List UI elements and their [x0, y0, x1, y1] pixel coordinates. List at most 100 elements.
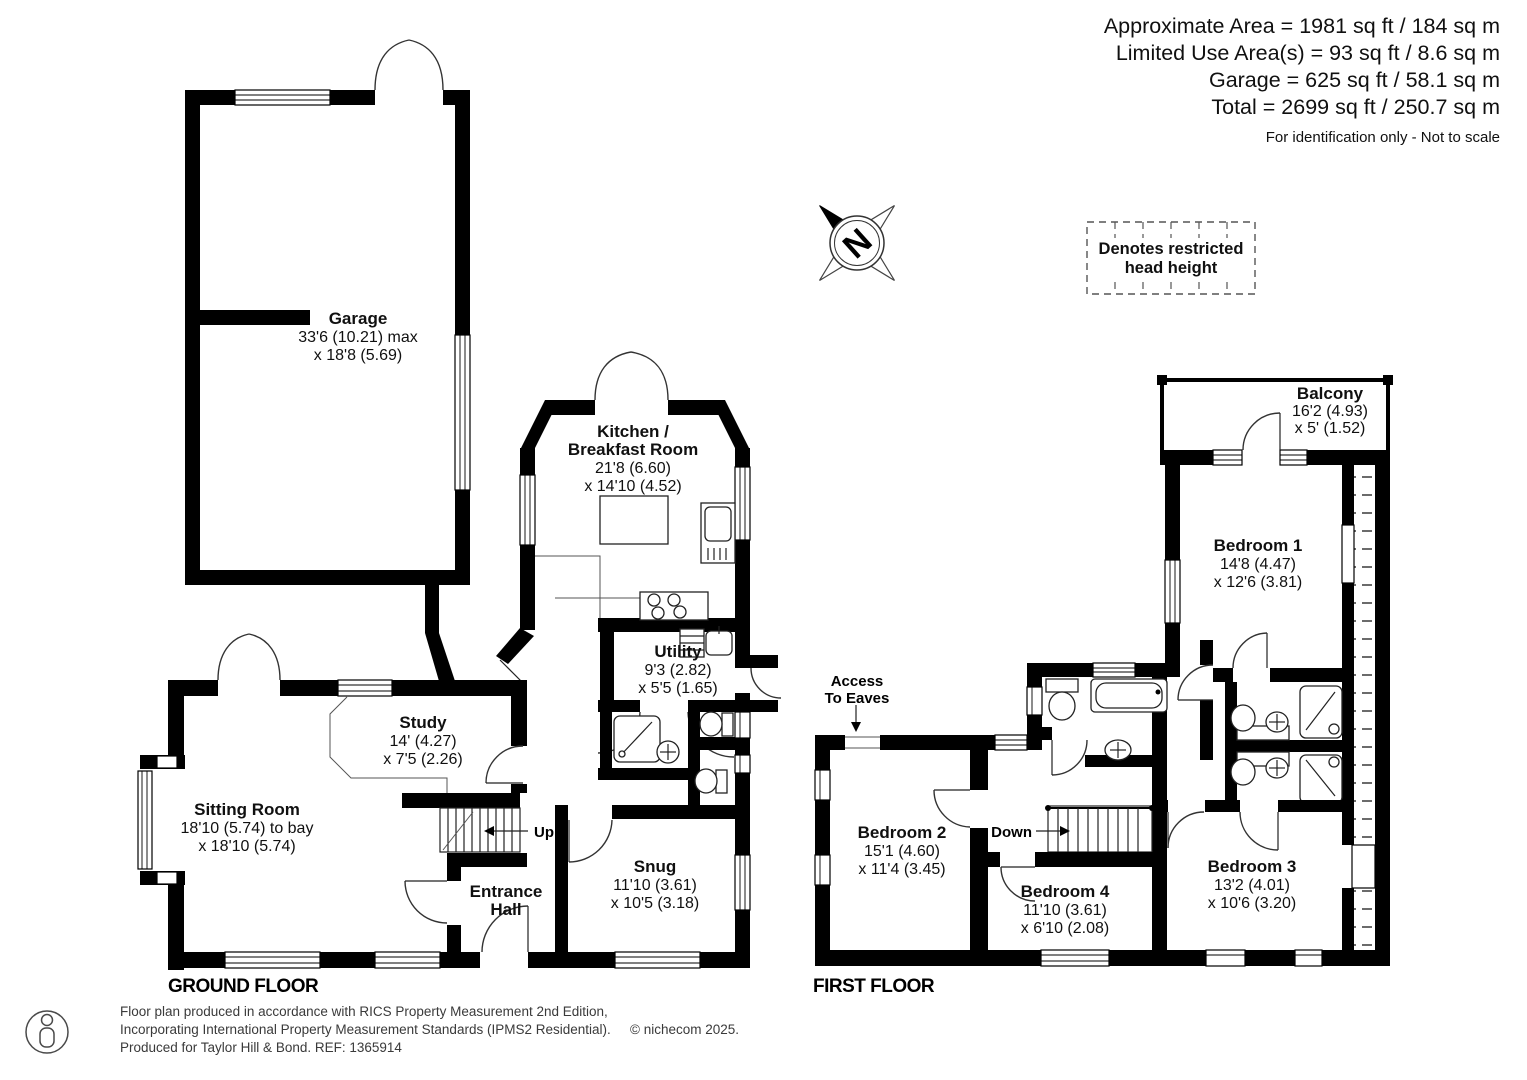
scale-note: For identification only - Not to scale — [1266, 129, 1500, 146]
person-icon — [25, 1010, 69, 1054]
wall-seg — [735, 705, 750, 712]
bedroom4-walls — [988, 852, 1155, 902]
hall-walls — [402, 696, 527, 952]
sitting-room-label: Sitting Room — [194, 800, 300, 819]
ensuite-bottom-fixtures — [1230, 754, 1343, 804]
area-line-1: Approximate Area = 1981 sq ft / 184 sq m — [1104, 14, 1500, 38]
bedroom1-dim1: 14'8 (4.47) — [1220, 556, 1296, 573]
wall-seg — [735, 738, 750, 755]
study-label: Study — [399, 713, 447, 732]
kitchen-label-1: Kitchen / — [597, 422, 669, 441]
first-floor-bottom-wall — [815, 949, 1390, 967]
garage-walls — [185, 90, 470, 585]
ground-floor-plan: Garage 33'6 (10.21) max x 18'8 (5.69) Ki… — [137, 39, 782, 997]
bedroom4-dim2: x 6'10 (2.08) — [1021, 920, 1109, 937]
ground-floor-title: GROUND FLOOR — [168, 976, 319, 997]
snug-window-right — [734, 854, 751, 911]
bedroom2-walls — [814, 734, 1042, 965]
entrance-hall-label-1: Entrance — [470, 882, 543, 901]
kitchen-dim2: x 14'10 (4.52) — [584, 478, 681, 495]
wc1-toilet-icon — [699, 711, 734, 737]
kitchen-sink-icon — [700, 502, 736, 564]
bedroom4-dim1: 11'10 (3.61) — [1023, 902, 1107, 919]
garage-dim1: 33'6 (10.21) max — [298, 329, 418, 346]
area-line-2: Limited Use Area(s) = 93 sq ft / 8.6 sq … — [1116, 41, 1500, 65]
snug-dim2: x 10'5 (3.18) — [611, 895, 699, 912]
bay-window — [137, 755, 185, 885]
bedroom3-top-wall — [1152, 755, 1352, 952]
snug-dim1: 11'10 (3.61) — [613, 877, 697, 894]
balcony-dim2: x 5' (1.52) — [1295, 420, 1366, 437]
bottom-windows — [224, 951, 701, 969]
bathroom — [1026, 662, 1170, 776]
first-floor-plan: Balcony 16'2 (4.93) x 5' (1.52) Bedroom … — [813, 375, 1393, 997]
access-to-eaves-arrow — [851, 705, 861, 732]
bedroom2-label: Bedroom 2 — [858, 823, 947, 842]
up-arrow — [484, 826, 528, 836]
utility-label: Utility — [654, 642, 702, 661]
legend-line-2: head height — [1125, 259, 1218, 277]
sitting-room-french-doors — [217, 633, 281, 681]
utility-dim1: 9'3 (2.82) — [644, 662, 711, 679]
study-window — [337, 679, 393, 697]
balcony-dim1: 16'2 (4.93) — [1292, 403, 1368, 420]
up-label: Up — [534, 824, 554, 841]
kitchen-island — [599, 495, 669, 545]
bedroom3-dim2: x 10'6 (3.20) — [1208, 895, 1296, 912]
footer: Floor plan produced in accordance with R… — [25, 1004, 739, 1055]
study-outline — [329, 696, 448, 794]
ensuite-top-fixtures — [1230, 685, 1343, 739]
area-line-3: Garage = 625 sq ft / 58.1 sq m — [1209, 68, 1500, 92]
restricted-head-height-strip — [1341, 450, 1390, 966]
study-dim1: 14' (4.27) — [389, 733, 456, 750]
bedroom3-label: Bedroom 3 — [1208, 857, 1297, 876]
access-eaves-label-1: Access — [831, 673, 884, 690]
sitting-room-left-wall — [168, 680, 184, 970]
footer-line-1: Floor plan produced in accordance with R… — [120, 1004, 608, 1019]
hob-icon — [639, 591, 709, 621]
garage-window-right — [454, 334, 471, 491]
front-door — [481, 905, 529, 953]
footer-copyright: © nichecom 2025. — [630, 1022, 739, 1037]
down-label: Down — [991, 824, 1032, 841]
garage-door-arcs — [374, 39, 444, 91]
legend-line-1: Denotes restricted — [1099, 240, 1244, 258]
kitchen-window-right — [734, 466, 751, 541]
utility-dim2: x 5'5 (1.65) — [638, 680, 718, 697]
bedroom1-left-wall — [1164, 465, 1181, 677]
kitchen-french-doors — [594, 351, 669, 401]
back-door — [750, 667, 782, 699]
kitchen-window-left — [519, 474, 536, 546]
down-arrow — [1036, 826, 1070, 836]
sitting-room-dim2: x 18'10 (5.74) — [198, 838, 295, 855]
wc2-toilet-icon — [694, 768, 728, 794]
balcony — [1157, 375, 1393, 450]
bedroom2-dim1: 15'1 (4.60) — [864, 843, 940, 860]
bedroom2-dim2: x 11'4 (3.45) — [858, 861, 945, 878]
area-line-4: Total = 2699 sq ft / 250.7 sq m — [1211, 95, 1500, 119]
kitchen-counter — [535, 555, 640, 618]
bedroom1-label: Bedroom 1 — [1214, 536, 1303, 555]
stairs-ground — [439, 807, 521, 853]
bedroom1-top-wall — [1160, 412, 1390, 466]
bedroom1-dim2: x 12'6 (3.81) — [1214, 574, 1302, 591]
restricted-legend: Denotes restricted head height — [1086, 221, 1256, 295]
utility-sink-icon — [679, 626, 733, 658]
snug-label: Snug — [634, 857, 677, 876]
bedroom3-dim1: 13'2 (4.01) — [1214, 877, 1290, 894]
house-bottom-wall — [168, 952, 750, 968]
kitchen-label-2: Breakfast Room — [568, 440, 698, 459]
balcony-label: Balcony — [1297, 384, 1364, 403]
footer-line-3: Produced for Taylor Hill & Bond. REF: 13… — [120, 1040, 402, 1055]
study-dim2: x 7'5 (2.26) — [383, 751, 463, 768]
garage-window-top — [234, 89, 331, 106]
entrance-hall-label-2: Hall — [490, 900, 521, 919]
kitchen-dim1: 21'8 (6.60) — [595, 460, 671, 477]
first-floor-title: FIRST FLOOR — [813, 976, 935, 997]
footer-line-2: Incorporating International Property Mea… — [120, 1022, 611, 1037]
bedroom1-door-wall — [1177, 640, 1214, 760]
sitting-room-dim1: 18'10 (5.74) to bay — [181, 820, 314, 837]
snug-walls — [555, 805, 750, 952]
